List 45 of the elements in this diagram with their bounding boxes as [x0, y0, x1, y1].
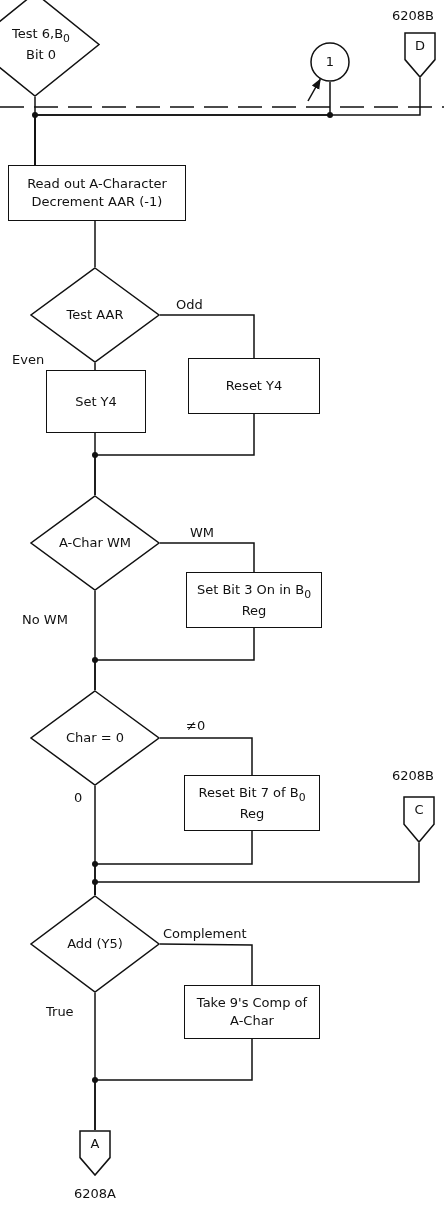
flow-line: [94, 1038, 253, 1131]
decision-text: Add (Y5): [67, 935, 123, 953]
decision-text: Test 6,B$_{0}$ Bit 0: [11, 25, 71, 64]
flow-line: [94, 220, 96, 268]
offpage-connector: [404, 32, 436, 78]
process-box: [188, 358, 320, 414]
process-text: Set Y4: [74, 392, 118, 411]
decision-text: Test AAR: [66, 306, 124, 324]
flow-line: [94, 627, 255, 691]
decision-diamond: [30, 495, 160, 591]
process-box: [184, 985, 320, 1039]
decision-text: A-Char WM: [58, 534, 132, 552]
connector-circle: [310, 42, 350, 82]
flow-line: [34, 77, 421, 166]
flow-line: [159, 542, 255, 573]
decision-diamond: [0, 0, 100, 97]
process-text: Set Bit 3 On in B$_{0}$ Reg: [195, 580, 312, 620]
connector-label: C: [414, 801, 424, 819]
flow-line: [94, 362, 96, 371]
process-box: [8, 165, 186, 221]
reference-number: 6208B: [392, 768, 434, 783]
process-text: Read out A-Character Decrement AAR (-1): [26, 175, 168, 211]
reference-number: 6208A: [74, 1186, 116, 1201]
flow-line: [94, 842, 420, 896]
process-text: Reset Y4: [224, 377, 284, 395]
decision-diamond: [30, 895, 160, 993]
connector-label: 1: [325, 53, 335, 71]
flow-line: [159, 943, 253, 986]
process-box: [46, 370, 146, 433]
reference-number: 6208B: [392, 8, 434, 23]
process-box: [186, 572, 322, 628]
process-text: Reset Bit 7 of B$_{0}$ Reg: [197, 783, 307, 823]
offpage-connector: [79, 1130, 111, 1176]
decision-text: Char = 0: [65, 729, 125, 747]
process-box: [184, 775, 320, 831]
edge-label: Complement: [163, 926, 247, 942]
flow-line: [94, 413, 255, 496]
flow-line: [159, 737, 253, 776]
flow-line: [159, 314, 255, 359]
connector-label: D: [415, 37, 425, 55]
decision-diamond: [30, 690, 160, 786]
pointer-arrow: [307, 78, 321, 102]
offpage-connector: [403, 796, 435, 843]
process-text: Take 9's Comp of A-Char: [195, 994, 309, 1030]
connector-label: A: [90, 1135, 100, 1153]
